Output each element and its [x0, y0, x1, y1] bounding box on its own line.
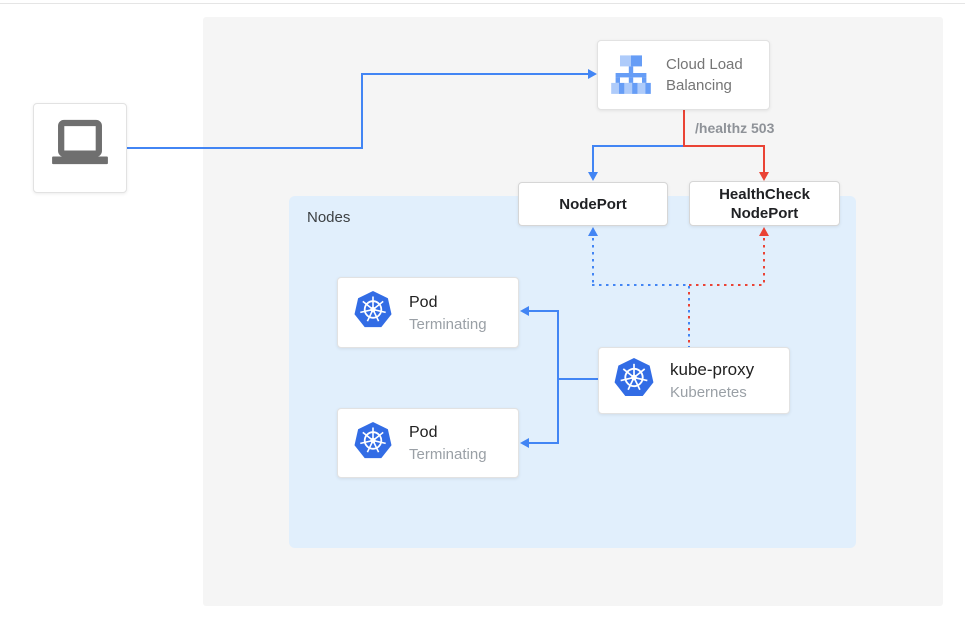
healthcheck-label-line1: HealthCheck [719, 185, 810, 203]
clb-label-line1: Cloud Load [666, 56, 743, 73]
edge-kubeproxy-to-nodeport-dotted [592, 284, 689, 286]
pod2-node: Pod Terminating [337, 408, 519, 478]
edge-client-to-clb-segment [361, 74, 363, 149]
kube-proxy-title: kube-proxy [670, 360, 755, 379]
clb-label-line2: Balancing [666, 77, 732, 94]
healthz-503-label: /healthz 503 [695, 120, 775, 136]
edge-clb-down-segment [683, 110, 685, 147]
pod2-status: Terminating [409, 446, 487, 463]
cloud-load-balancing-label: Cloud Load Balancing [666, 54, 743, 96]
pod1-status: Terminating [409, 315, 487, 333]
pod1-node: Pod Terminating [337, 277, 519, 348]
edge-kubeproxy-to-nodeport-dotted [592, 238, 594, 285]
edge-kubeproxy-to-pods-segment [558, 378, 598, 380]
nodeport-label: NodePort [559, 195, 627, 213]
edge-kubeproxy-to-healthcheck-dotted [763, 238, 765, 285]
kubernetes-icon [353, 421, 393, 466]
kubernetes-icon [613, 357, 655, 404]
top-divider [0, 3, 965, 4]
kube-proxy-node: kube-proxy Kubernetes [598, 347, 790, 414]
nodeport-node: NodePort [518, 182, 668, 226]
arrowhead-dotted-into-healthcheck [759, 227, 769, 236]
arrowhead-into-pod2 [520, 438, 529, 448]
pod1-title: Pod [409, 293, 438, 311]
kubernetes-icon [353, 290, 393, 335]
arrowhead-into-healthcheck-nodeport [759, 172, 769, 181]
pod2-title: Pod [409, 424, 438, 441]
cloud-load-balancing-icon [609, 51, 653, 100]
cloud-load-balancing-node: Cloud Load Balancing [597, 40, 770, 110]
arrowhead-into-clb [588, 69, 597, 79]
edge-to-pod2-segment [529, 442, 558, 444]
edge-clb-to-nodeport-segment [592, 145, 594, 173]
arrowhead-into-nodeport [588, 172, 598, 181]
edge-kubeproxy-to-pods-segment [557, 310, 559, 444]
arrowhead-into-pod1 [520, 306, 529, 316]
edge-clb-to-healthcheck-segment [683, 145, 765, 147]
client-node [33, 103, 127, 193]
arrowhead-dotted-into-nodeport [588, 227, 598, 236]
edge-kubeproxy-shared-dotted [688, 286, 690, 347]
healthcheck-label-line2: NodePort [730, 204, 799, 222]
edge-client-to-clb-segment [361, 73, 588, 75]
kube-proxy-subtitle: Kubernetes [670, 384, 747, 401]
edge-clb-to-nodeport-segment [592, 145, 685, 147]
healthcheck-nodeport-node: HealthCheck NodePort [689, 181, 840, 226]
laptop-icon [47, 116, 113, 181]
edge-clb-to-healthcheck-segment [763, 145, 765, 173]
nodes-group-label: Nodes [307, 209, 351, 226]
edge-kubeproxy-to-healthcheck-dotted [689, 284, 766, 286]
edge-to-pod1-segment [529, 310, 558, 312]
edge-client-to-clb-segment [127, 147, 363, 149]
